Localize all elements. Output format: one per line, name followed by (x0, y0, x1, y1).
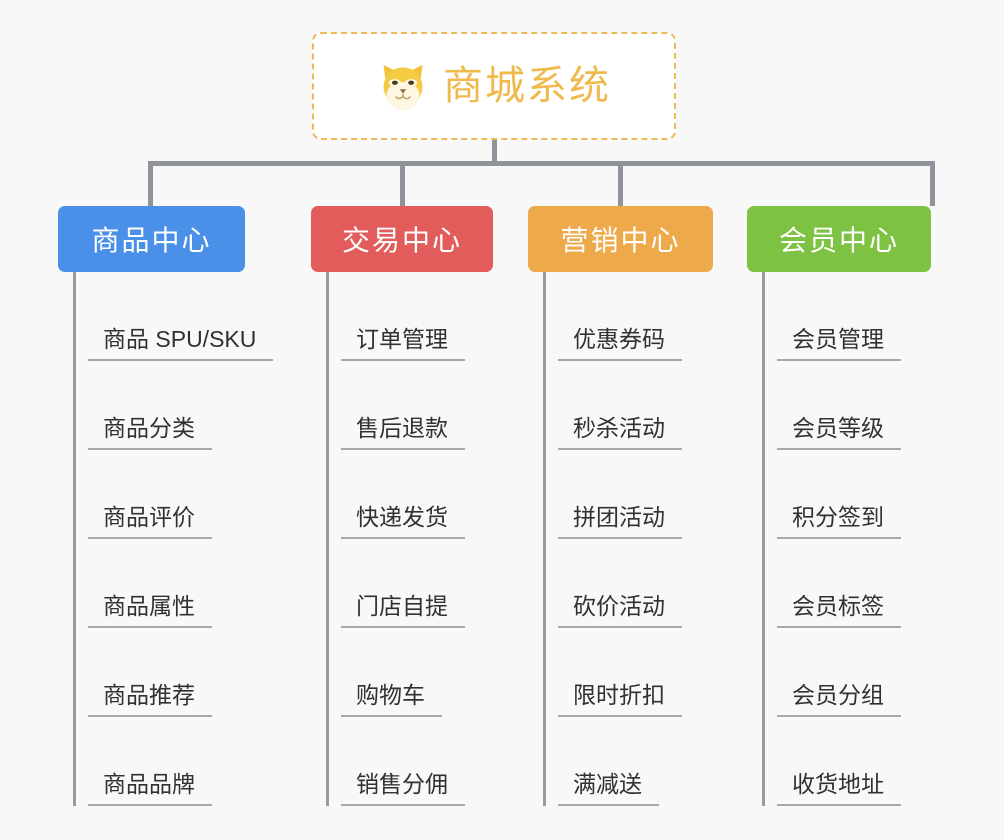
leaf-item-rule (88, 448, 212, 450)
leaf-item-label: 商品属性 (103, 593, 195, 619)
leaf-item-label: 砍价活动 (573, 593, 665, 619)
leaf-item[interactable]: 快递发货 (326, 450, 493, 539)
leaf-item-rule (88, 537, 212, 539)
branch-column-3: 营销中心优惠券码秒杀活动拼团活动砍价活动限时折扣满减送 (528, 206, 713, 806)
leaf-item-rule (341, 537, 465, 539)
leaf-list-2: 订单管理售后退款快递发货门店自提购物车销售分佣 (311, 272, 493, 806)
leaf-item[interactable]: 积分签到 (762, 450, 931, 539)
leaf-item[interactable]: 商品评价 (73, 450, 245, 539)
branch-header-2[interactable]: 交易中心 (311, 206, 493, 272)
leaf-item-label: 订单管理 (356, 326, 448, 352)
leaf-item[interactable]: 商品分类 (73, 361, 245, 450)
leaf-item[interactable]: 满减送 (543, 717, 713, 806)
leaf-item[interactable]: 商品推荐 (73, 628, 245, 717)
connector-root-stem (492, 140, 497, 164)
leaf-item-label: 商品推荐 (103, 682, 195, 708)
leaf-item[interactable]: 购物车 (326, 628, 493, 717)
leaf-item-label: 收货地址 (792, 771, 884, 797)
leaf-item-label: 商品品牌 (103, 771, 195, 797)
leaf-item[interactable]: 销售分佣 (326, 717, 493, 806)
leaf-item-label: 限时折扣 (573, 682, 665, 708)
leaf-item-label: 商品分类 (103, 415, 195, 441)
leaf-item[interactable]: 会员分组 (762, 628, 931, 717)
leaf-item[interactable]: 会员管理 (762, 272, 931, 361)
branch-header-3[interactable]: 营销中心 (528, 206, 713, 272)
leaf-item[interactable]: 商品品牌 (73, 717, 245, 806)
leaf-item-rule (777, 715, 901, 717)
leaf-item-label: 商品评价 (103, 504, 195, 530)
leaf-item-label: 积分签到 (792, 504, 884, 530)
leaf-item-rule (558, 804, 659, 806)
leaf-item-label: 商品 SPU/SKU (103, 326, 257, 352)
leaf-item[interactable]: 会员等级 (762, 361, 931, 450)
leaf-item-rule (558, 715, 682, 717)
leaf-item[interactable]: 订单管理 (326, 272, 493, 361)
root-node[interactable]: 商城系统 (312, 32, 676, 140)
leaf-item-rule (777, 448, 901, 450)
leaf-item-label: 销售分佣 (356, 771, 448, 797)
shiba-inu-dog-face-icon (377, 60, 429, 112)
leaf-item-rule (777, 537, 901, 539)
leaf-item-rule (777, 359, 901, 361)
leaf-item-label: 会员标签 (792, 593, 884, 619)
connector-drop-1 (148, 161, 153, 206)
leaf-item[interactable]: 收货地址 (762, 717, 931, 806)
root-title: 商城系统 (443, 64, 611, 108)
leaf-list-3: 优惠券码秒杀活动拼团活动砍价活动限时折扣满减送 (528, 272, 713, 806)
leaf-item-label: 售后退款 (356, 415, 448, 441)
connector-drop-2 (400, 161, 405, 206)
branch-column-1: 商品中心商品 SPU/SKU 商品分类商品评价商品属性商品推荐商品品牌 (58, 206, 273, 806)
leaf-item[interactable]: 拼团活动 (543, 450, 713, 539)
branch-header-4[interactable]: 会员中心 (747, 206, 931, 272)
leaf-item-rule (341, 359, 465, 361)
leaf-item-rule (558, 359, 682, 361)
leaf-item-rule (88, 359, 273, 361)
connector-drop-4 (930, 161, 935, 206)
leaf-item-rule (341, 715, 442, 717)
leaf-item-label: 优惠券码 (573, 326, 665, 352)
leaf-item-label: 快递发货 (356, 504, 448, 530)
leaf-item-label: 购物车 (356, 682, 425, 708)
leaf-item[interactable]: 砍价活动 (543, 539, 713, 628)
connector-drop-3 (618, 161, 623, 206)
leaf-item-rule (88, 804, 212, 806)
connector-horizontal-bus (148, 161, 932, 166)
leaf-item[interactable]: 商品属性 (73, 539, 245, 628)
leaf-item-rule (88, 715, 212, 717)
leaf-item[interactable]: 限时折扣 (543, 628, 713, 717)
leaf-item[interactable]: 门店自提 (326, 539, 493, 628)
leaf-item-label: 门店自提 (356, 593, 448, 619)
leaf-item[interactable]: 商品 SPU/SKU (73, 272, 273, 361)
branch-column-2: 交易中心订单管理售后退款快递发货门店自提购物车销售分佣 (311, 206, 493, 806)
leaf-item-label: 秒杀活动 (573, 415, 665, 441)
leaf-item[interactable]: 售后退款 (326, 361, 493, 450)
leaf-item-label: 会员管理 (792, 326, 884, 352)
leaf-item-rule (341, 626, 465, 628)
leaf-item-rule (777, 804, 901, 806)
leaf-item-label: 满减送 (573, 771, 642, 797)
leaf-item-rule (777, 626, 901, 628)
branch-header-1[interactable]: 商品中心 (58, 206, 245, 272)
leaf-item-rule (558, 537, 682, 539)
leaf-list-1: 商品 SPU/SKU 商品分类商品评价商品属性商品推荐商品品牌 (58, 272, 273, 806)
leaf-item-rule (558, 626, 682, 628)
leaf-item[interactable]: 秒杀活动 (543, 361, 713, 450)
leaf-item-rule (88, 626, 212, 628)
leaf-item-rule (558, 448, 682, 450)
leaf-item-rule (341, 804, 465, 806)
leaf-item[interactable]: 会员标签 (762, 539, 931, 628)
leaf-list-4: 会员管理会员等级积分签到会员标签会员分组收货地址 (747, 272, 931, 806)
leaf-item-rule (341, 448, 465, 450)
leaf-item-label: 会员分组 (792, 682, 884, 708)
branch-column-4: 会员中心会员管理会员等级积分签到会员标签会员分组收货地址 (747, 206, 931, 806)
leaf-item-label: 会员等级 (792, 415, 884, 441)
leaf-item[interactable]: 优惠券码 (543, 272, 713, 361)
leaf-item-label: 拼团活动 (573, 504, 665, 530)
